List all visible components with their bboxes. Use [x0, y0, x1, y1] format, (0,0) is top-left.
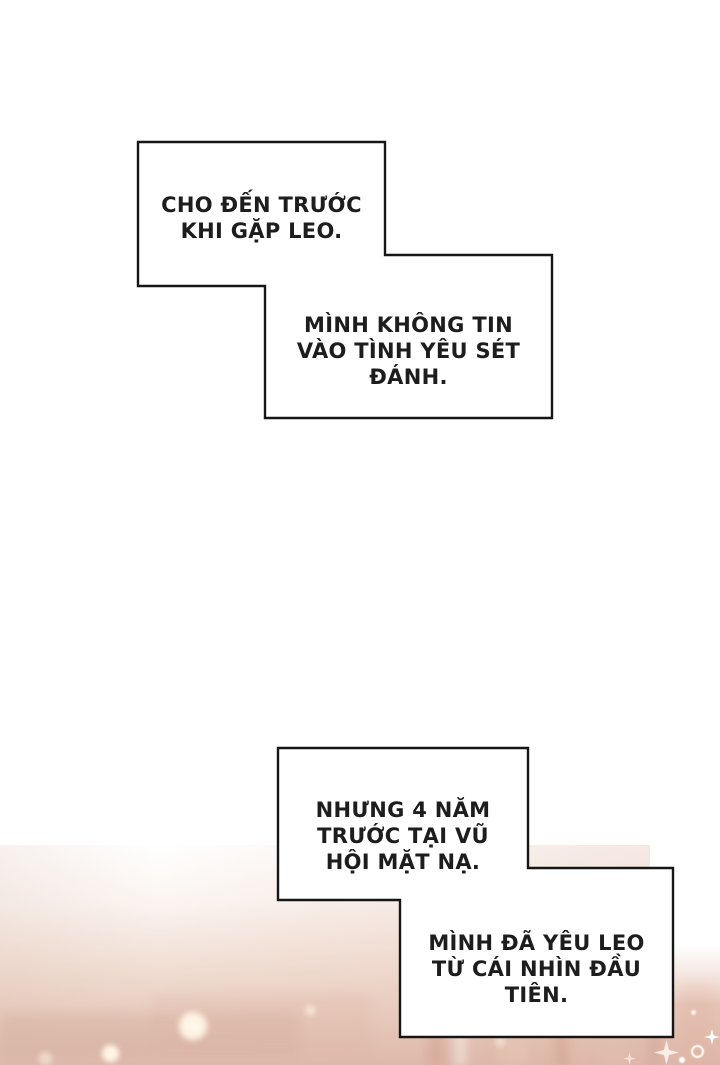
caption-box-4: MÌNH ĐÃ YÊU LEO TỪ CÁI NHÌN ĐẦU TIÊN.: [400, 868, 673, 1053]
caption-line: HỘI MẶT NẠ.: [325, 850, 481, 874]
caption-box-2: MÌNH KHÔNG TIN VÀO TÌNH YÊU SÉT ĐÁNH.: [265, 255, 552, 432]
bokeh-light: [304, 1004, 317, 1017]
blurred-band: [0, 1013, 300, 1057]
caption-box-3: NHƯNG 4 NĂM TRƯỚC TẠI VŨ HỘI MẶT NẠ.: [278, 748, 528, 912]
caption-line: KHI GẶP LEO.: [180, 219, 343, 243]
caption-panel-top: [136, 140, 554, 420]
caption-line: TỪ CÁI NHÌN ĐẦU: [431, 956, 642, 981]
bokeh-light: [176, 1009, 210, 1043]
caption-line: MÌNH KHÔNG TIN: [304, 312, 513, 337]
caption-line: NHƯNG 4 NĂM: [315, 798, 491, 822]
bokeh-light: [100, 1043, 121, 1064]
caption-line: TIÊN.: [504, 982, 569, 1007]
light-dot: [679, 1057, 685, 1063]
caption-line: TRƯỚC TẠI VŨ: [317, 824, 489, 848]
caption-line: CHO ĐẾN TRƯỚC: [161, 193, 362, 217]
caption-panel-bottom: [276, 746, 675, 1039]
bokeh-light: [37, 1050, 54, 1065]
caption-line: ĐÁNH.: [369, 364, 448, 389]
caption-box-1: CHO ĐẾN TRƯỚC KHI GẶP LEO.: [138, 142, 385, 290]
caption-line: MÌNH ĐÃ YÊU LEO: [428, 930, 645, 955]
ring-light: [691, 1045, 704, 1058]
light-dot: [691, 1010, 696, 1015]
bokeh-light: [494, 1036, 506, 1048]
caption-line: VÀO TÌNH YÊU SÉT: [296, 338, 521, 363]
